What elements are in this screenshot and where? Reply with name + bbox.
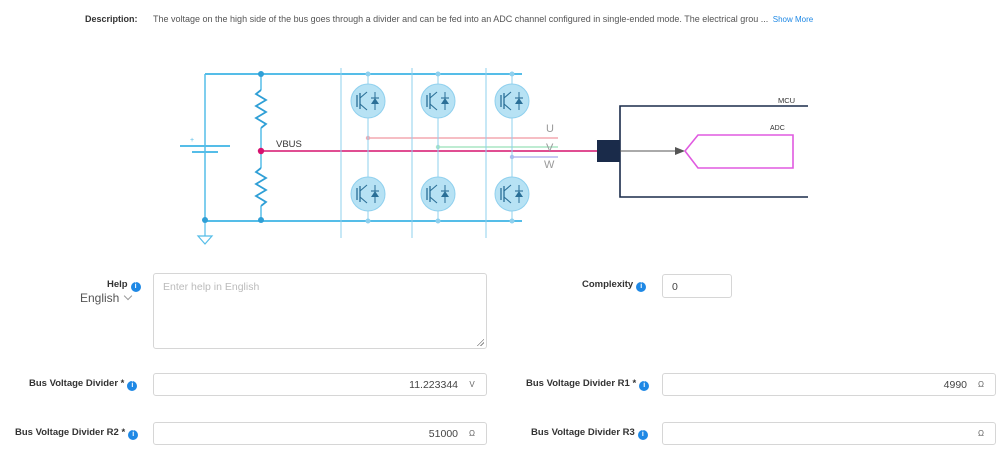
circuit-schematic: + VBUS U V W MCU bbox=[180, 68, 808, 245]
adc-label: ADC bbox=[770, 125, 785, 132]
phase-u-label: U bbox=[546, 123, 554, 135]
vbus-label: VBUS bbox=[276, 139, 302, 150]
r1-label-text: Bus Voltage Divider R1 * bbox=[526, 378, 637, 389]
r1-input[interactable]: 4990 Ω bbox=[662, 373, 996, 396]
help-language-select[interactable]: English bbox=[80, 291, 133, 305]
r2-value: 51000 bbox=[428, 427, 458, 440]
help-info-icon[interactable]: i bbox=[130, 282, 141, 292]
divider-input[interactable]: 11.223344 V bbox=[153, 373, 487, 396]
r2-label-text: Bus Voltage Divider R2 * bbox=[15, 427, 126, 438]
r1-label: Bus Voltage Divider R1 *i bbox=[526, 378, 650, 391]
phase-w-label: W bbox=[544, 159, 555, 171]
complexity-label-text: Complexity bbox=[582, 279, 634, 290]
r3-unit: Ω bbox=[978, 429, 984, 438]
phase-v-label: V bbox=[546, 142, 554, 154]
mcu-label: MCU bbox=[778, 96, 795, 105]
help-textarea[interactable]: Enter help in English bbox=[153, 273, 487, 349]
r1-unit: Ω bbox=[978, 380, 984, 389]
complexity-info-icon[interactable]: i bbox=[636, 282, 647, 292]
r2-unit: Ω bbox=[469, 429, 475, 438]
r3-info-icon[interactable]: i bbox=[637, 430, 648, 440]
svg-text:+: + bbox=[190, 137, 194, 144]
r2-label: Bus Voltage Divider R2 *i bbox=[15, 427, 139, 440]
divider-info-icon[interactable]: i bbox=[127, 381, 138, 391]
r2-input[interactable]: 51000 Ω bbox=[153, 422, 487, 445]
r1-value: 4990 bbox=[943, 378, 967, 391]
description-label: Description: bbox=[85, 14, 138, 24]
divider-unit: V bbox=[469, 380, 475, 389]
resize-handle-icon[interactable] bbox=[476, 338, 484, 346]
divider-value: 11.223344 bbox=[409, 378, 458, 391]
help-language-value: English bbox=[80, 291, 120, 305]
divider-label-text: Bus Voltage Divider * bbox=[29, 378, 125, 389]
r3-input[interactable]: Ω bbox=[662, 422, 996, 445]
r3-label-text: Bus Voltage Divider R3 bbox=[531, 427, 635, 438]
description-body: The voltage on the high side of the bus … bbox=[153, 14, 769, 24]
help-label-text: Help bbox=[107, 279, 128, 290]
help-placeholder: Enter help in English bbox=[163, 281, 260, 293]
complexity-input[interactable]: 0 bbox=[662, 274, 732, 298]
chevron-down-icon bbox=[124, 291, 133, 301]
r1-info-icon[interactable]: i bbox=[639, 381, 650, 391]
complexity-value: 0 bbox=[672, 281, 678, 293]
description-text: The voltage on the high side of the bus … bbox=[153, 13, 813, 26]
divider-label: Bus Voltage Divider *i bbox=[29, 378, 138, 391]
r2-info-icon[interactable]: i bbox=[128, 430, 139, 440]
show-more-link[interactable]: Show More bbox=[772, 15, 814, 24]
